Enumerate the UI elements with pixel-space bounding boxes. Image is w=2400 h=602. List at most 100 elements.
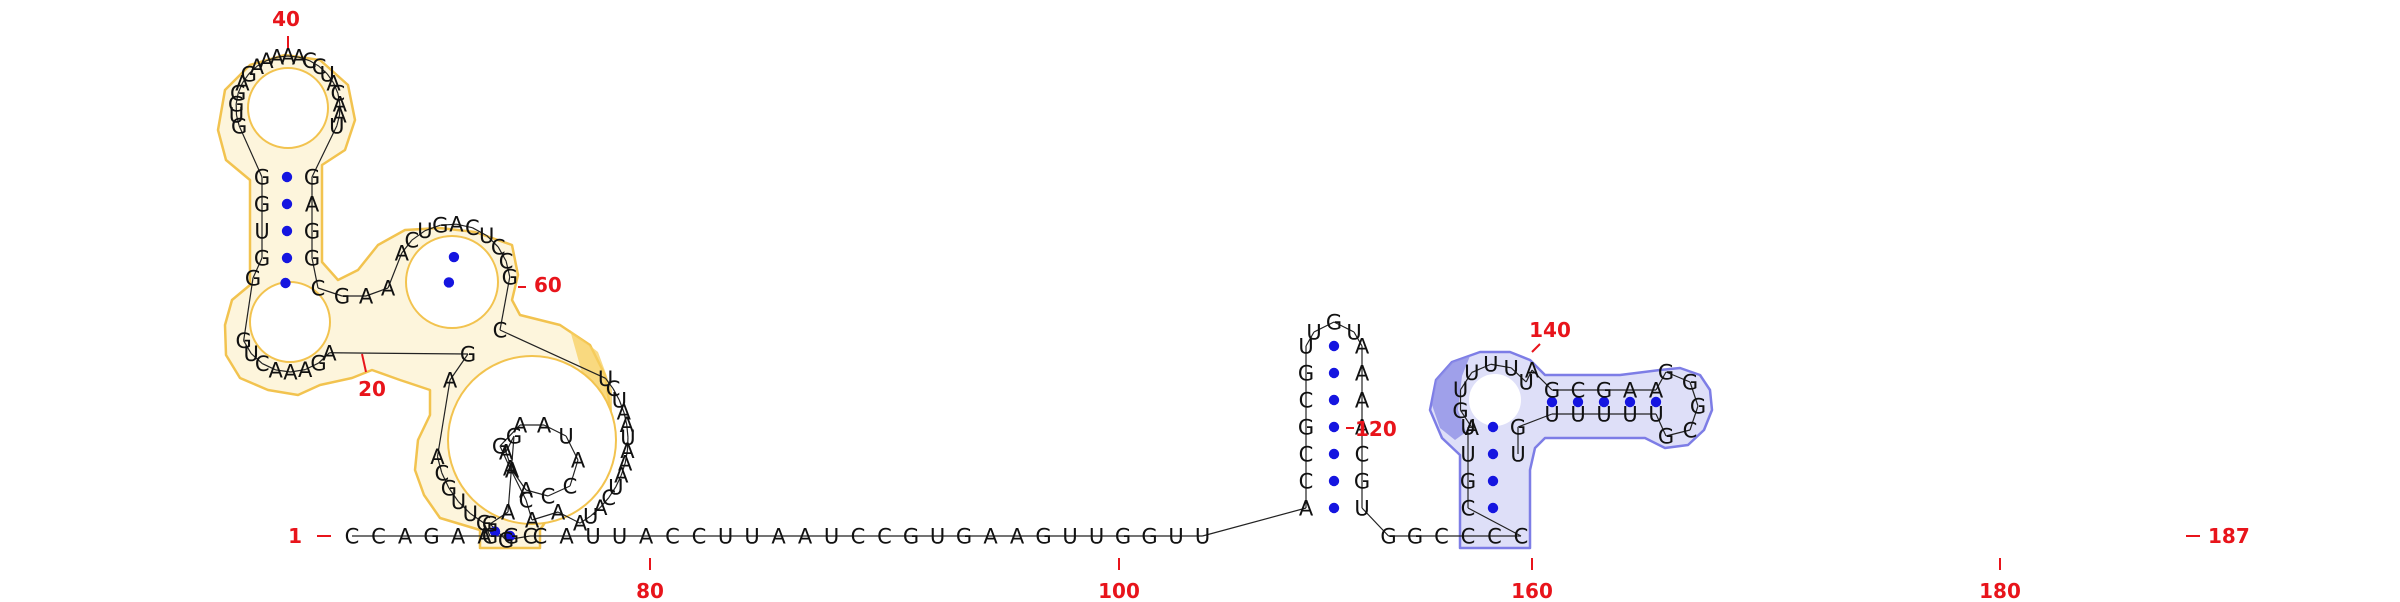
loop-ring <box>247 67 329 149</box>
backbone-segment <box>499 276 511 331</box>
backbone-segment <box>1665 429 1691 437</box>
backbone-segment <box>250 353 263 365</box>
nucleotide-G: G <box>310 352 326 376</box>
nucleotide-A: A <box>593 496 608 520</box>
base-pair-dot <box>1487 448 1499 460</box>
nucleotide-G: G <box>441 477 457 501</box>
nucleotide-U: U <box>930 525 945 549</box>
nucleotide-U: U <box>744 525 759 549</box>
nucleotide-C: C <box>1434 525 1449 549</box>
nucleotide-A: A <box>617 401 632 425</box>
nucleotide-G: G <box>254 166 270 190</box>
backbone-segment <box>618 399 625 413</box>
nucleotide-G: G <box>903 525 919 549</box>
nucleotide-U: U <box>1306 321 1321 345</box>
nucleotide-C: C <box>851 525 866 549</box>
nucleotide-C: C <box>601 486 616 510</box>
nucleotide-A: A <box>559 525 574 549</box>
nucleotide-C: C <box>404 229 419 253</box>
nucleotide-U: U <box>417 219 432 243</box>
nucleotide-G: G <box>241 62 257 86</box>
nucleotide-A: A <box>639 525 654 549</box>
nucleotide-G: G <box>245 267 261 291</box>
backbone-segment <box>547 485 571 497</box>
backbone-segment <box>311 257 319 289</box>
nucleotide-G: G <box>1380 525 1396 549</box>
position-label: 120 <box>1355 417 1397 441</box>
backbone-segment <box>489 511 509 525</box>
nucleotide-A: A <box>1299 497 1314 521</box>
position-label: 1 <box>288 524 302 548</box>
nucleotide-U: U <box>1089 525 1104 549</box>
backbone-segment <box>579 515 592 524</box>
nucleotide-G: G <box>423 525 439 549</box>
nucleotide-A: A <box>449 213 464 237</box>
backbone-segment <box>237 82 244 94</box>
backbone-segment <box>261 363 276 371</box>
nucleotide-U: U <box>1622 403 1637 427</box>
backbone-lines <box>235 55 1699 541</box>
backbone-segment <box>290 369 306 373</box>
nucleotide-U: U <box>1544 403 1559 427</box>
nucleotide-G: G <box>231 114 247 138</box>
backbone-segment <box>1333 321 1355 333</box>
base-pair-dot <box>1328 502 1340 514</box>
nucleotide-A: A <box>618 451 633 475</box>
backbone-segment <box>424 224 441 232</box>
backbone-segment <box>486 235 499 248</box>
nucleotide-U: U <box>1195 525 1210 549</box>
nucleotide-C: C <box>665 525 680 549</box>
backbone-segment <box>1313 321 1335 333</box>
backbone-segment <box>298 56 310 62</box>
nucleotide-A: A <box>322 341 337 365</box>
nucleotide-U: U <box>1518 371 1533 395</box>
loop-ring <box>1469 374 1521 426</box>
base-pair-dot <box>1328 421 1340 433</box>
backbone-segment <box>543 424 567 437</box>
nucleotide-G: G <box>1682 371 1698 395</box>
nucleotide-U: U <box>612 525 627 549</box>
nucleotide-A: A <box>1010 525 1025 549</box>
backbone-segment <box>235 114 240 126</box>
nucleotide-U: U <box>1062 525 1077 549</box>
backbone-segment <box>252 257 263 279</box>
nucleotide-C: C <box>606 377 621 401</box>
nucleotide-U: U <box>612 389 627 413</box>
nucleotide-C: C <box>519 489 534 513</box>
backbone-segment <box>248 65 258 75</box>
nucleotide-U: U <box>1464 361 1479 385</box>
nucleotide-G: G <box>476 512 492 536</box>
nucleotide-A: A <box>537 414 552 438</box>
nucleotide-A: A <box>250 55 265 79</box>
backbone-segment <box>507 435 515 513</box>
nucleotide-A: A <box>1355 389 1370 413</box>
nucleotide-C: C <box>1514 525 1529 549</box>
nucleotide-A: A <box>505 459 520 483</box>
nucleotide-A: A <box>513 414 528 438</box>
backbone-segment <box>624 450 629 464</box>
backbone-segment <box>449 353 469 381</box>
backbone-segment <box>505 435 515 453</box>
backbone-segment <box>525 489 549 497</box>
nucleotide-C: C <box>345 525 360 549</box>
backbone-segment <box>318 65 328 75</box>
nucleotide-G: G <box>304 166 320 190</box>
nucleotide-U: U <box>319 62 334 86</box>
base-pair-dot <box>448 251 460 263</box>
base-pair-dot <box>1598 396 1610 408</box>
backbone-segment <box>569 459 579 487</box>
position-label: 40 <box>272 7 300 31</box>
backbone-segment <box>401 239 413 254</box>
nucleotide-G: G <box>1407 525 1423 549</box>
backbone-segment <box>497 246 507 262</box>
backbone-segment <box>1305 331 1315 347</box>
nucleotide-U: U <box>1483 353 1498 377</box>
nucleotide-G: G <box>1460 470 1476 494</box>
nucleotide-G: G <box>1544 379 1560 403</box>
backbone-segment <box>531 511 559 521</box>
nucleotide-G: G <box>498 529 514 553</box>
nucleotide-A: A <box>499 441 514 465</box>
nucleotide-A: A <box>1623 379 1638 403</box>
nucleotide-C: C <box>1461 525 1476 549</box>
nucleotide-C: C <box>1355 443 1370 467</box>
